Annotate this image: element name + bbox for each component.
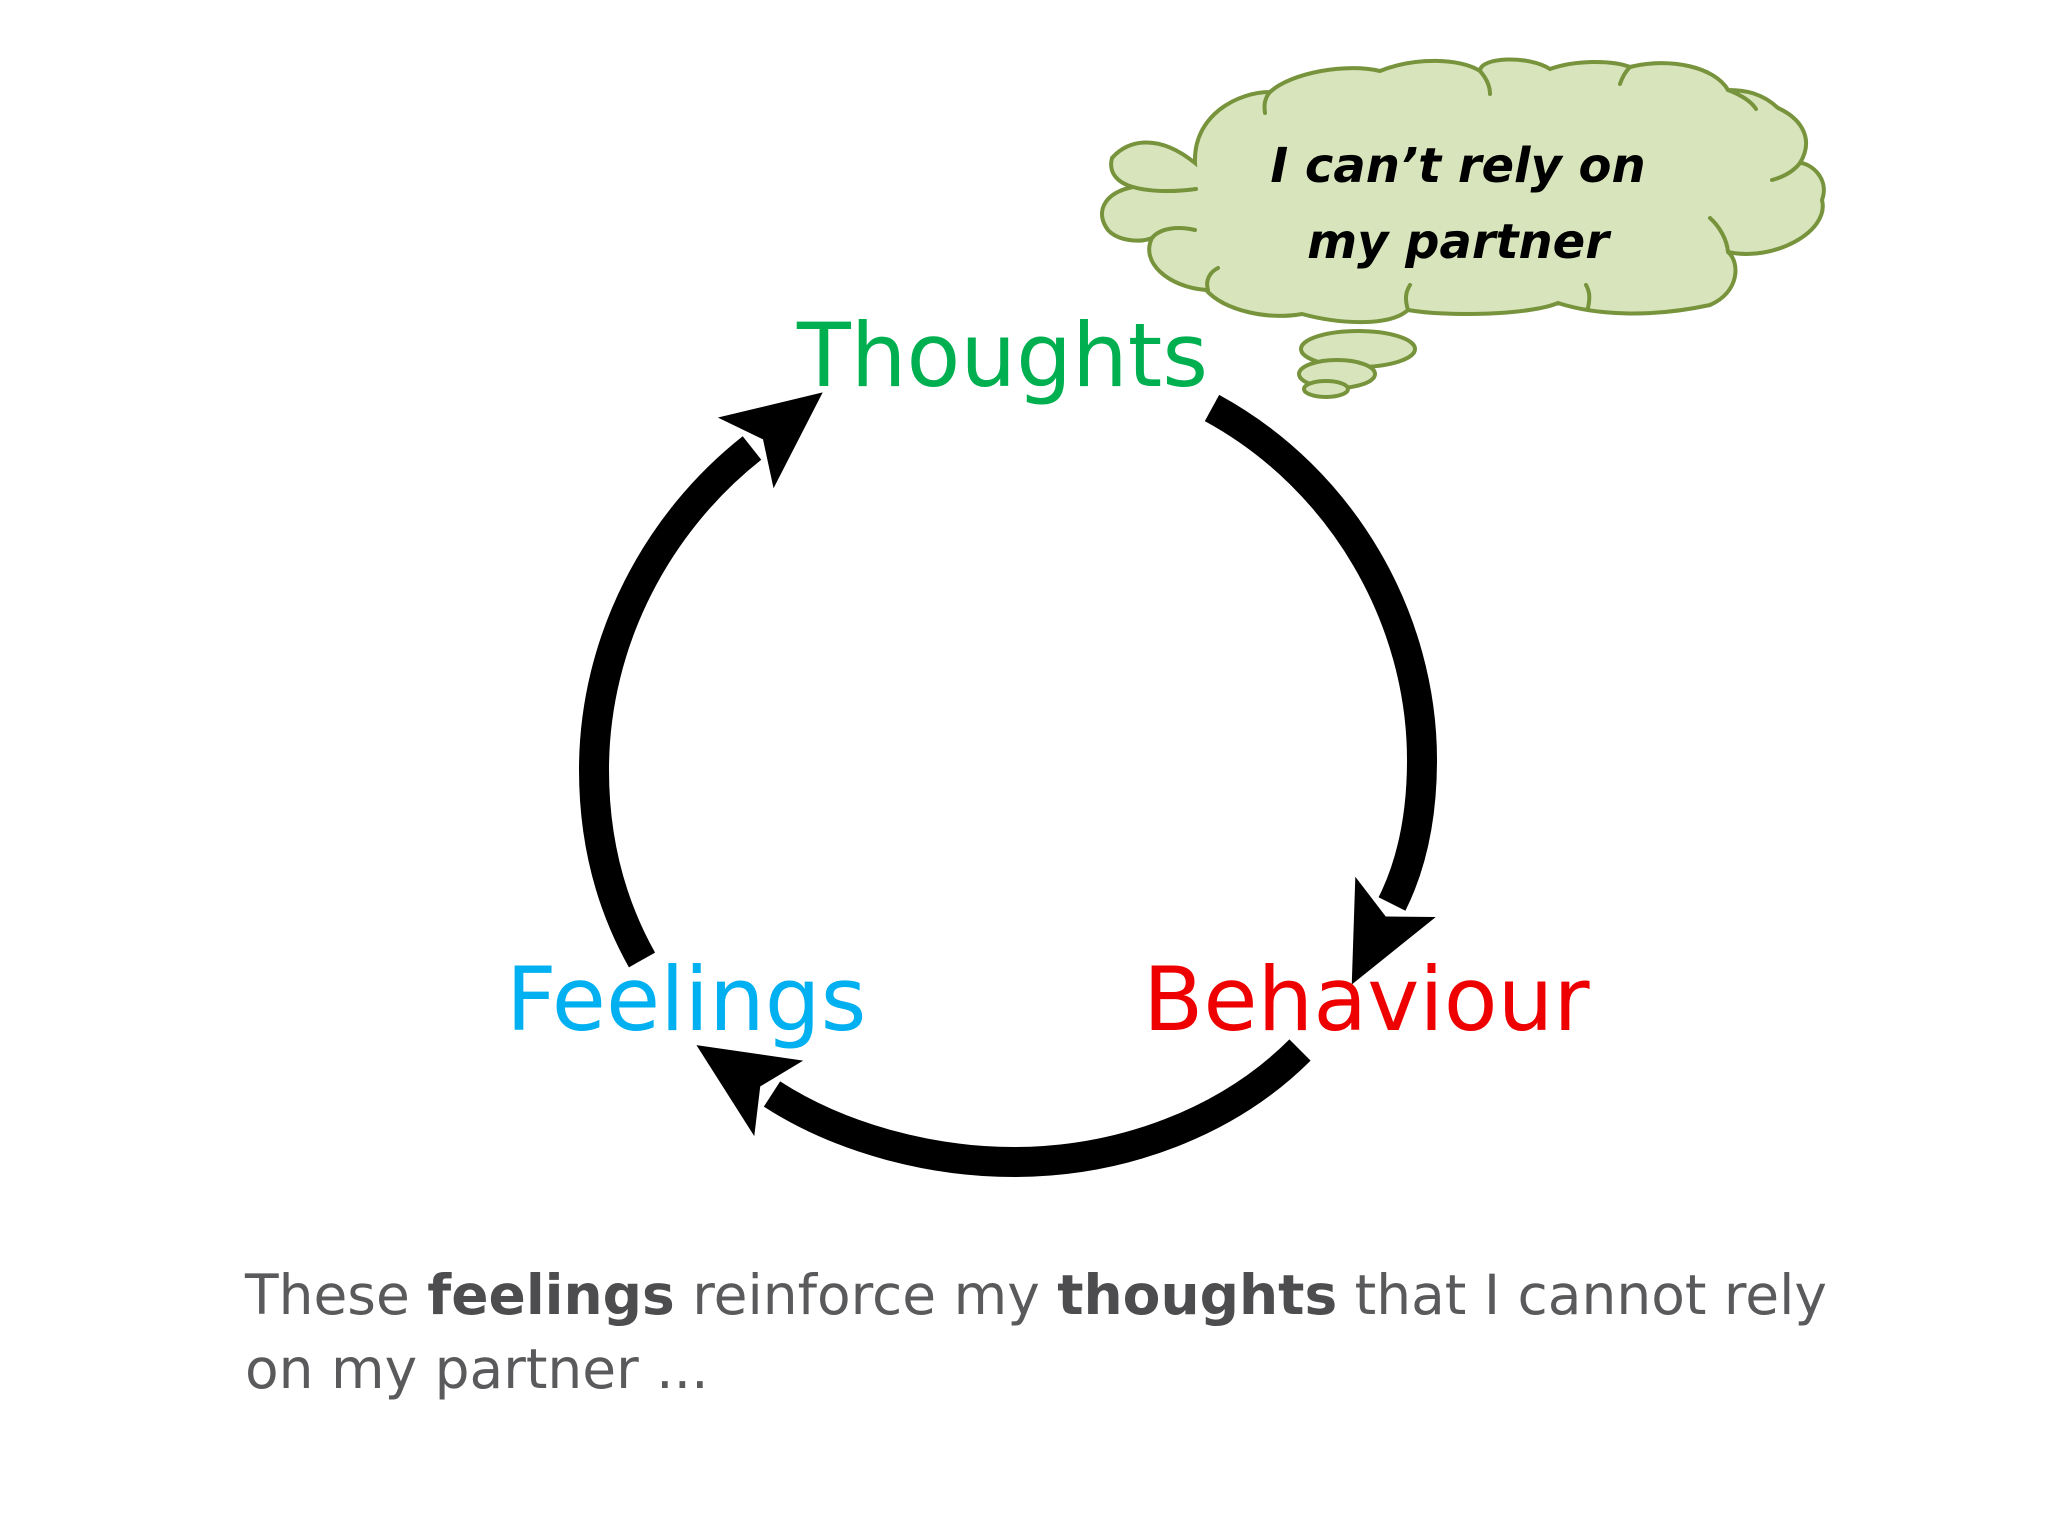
arrow-feelings-to-thoughts bbox=[578, 392, 823, 968]
thought-bubble-text-line2: my partner bbox=[1307, 214, 1609, 270]
caption-emphasis-feelings: feelings bbox=[427, 1263, 675, 1327]
node-behaviour: Behaviour bbox=[1143, 948, 1590, 1051]
thought-bubble-text-line1: I can’t rely on bbox=[1270, 138, 1646, 194]
caption-text: that I cannot rely bbox=[1337, 1263, 1827, 1327]
node-thoughts: Thoughts bbox=[797, 304, 1209, 407]
node-feelings: Feelings bbox=[506, 948, 867, 1051]
cycle-arrows bbox=[578, 392, 1438, 1178]
thought-bubble bbox=[1100, 57, 1826, 399]
caption-line1: These feelings reinforce my thoughts tha… bbox=[245, 1268, 1965, 1323]
arrow-behaviour-to-feelings bbox=[696, 1039, 1311, 1178]
caption-text: These bbox=[245, 1263, 428, 1327]
caption-text: reinforce my bbox=[674, 1263, 1058, 1327]
caption-line2: on my partner ... bbox=[245, 1337, 709, 1401]
thought-bubble-small-3 bbox=[1302, 379, 1350, 399]
arrow-thoughts-to-behaviour bbox=[1204, 394, 1438, 985]
caption-emphasis-thoughts: thoughts bbox=[1057, 1263, 1338, 1327]
